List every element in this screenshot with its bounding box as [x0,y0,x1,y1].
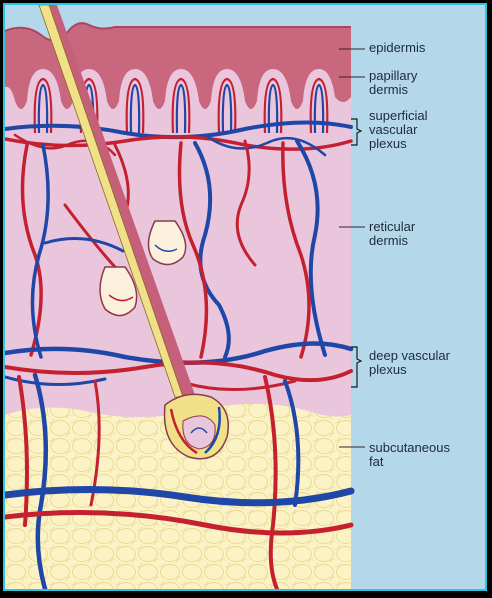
epidermis-surface [5,22,351,42]
epidermis-label: epidermis [369,40,426,55]
hair-follicle [38,5,229,460]
epidermis-layer [5,23,351,110]
papillary-dermis-label: papillary dermis [369,68,418,97]
subcutaneous-fat-label: subcutaneous fat [369,440,450,469]
subcutaneous-vessels [5,372,355,589]
reticular-vessels [20,139,327,359]
reticular-dermis-label: reticular dermis [369,219,416,248]
sebaceous-glands [99,220,187,317]
deep-plexus-brace [351,346,363,388]
figure-frame: epidermis papillary dermis superficial v… [3,3,487,591]
superficial-vascular-plexus-label: superficial vascular plexus [369,108,428,151]
superficial-plexus-brace [351,118,363,146]
deep-vascular-plexus-label: deep vascular plexus [369,348,450,377]
deep-vascular-plexus [5,341,354,392]
skin-diagram [5,5,365,589]
